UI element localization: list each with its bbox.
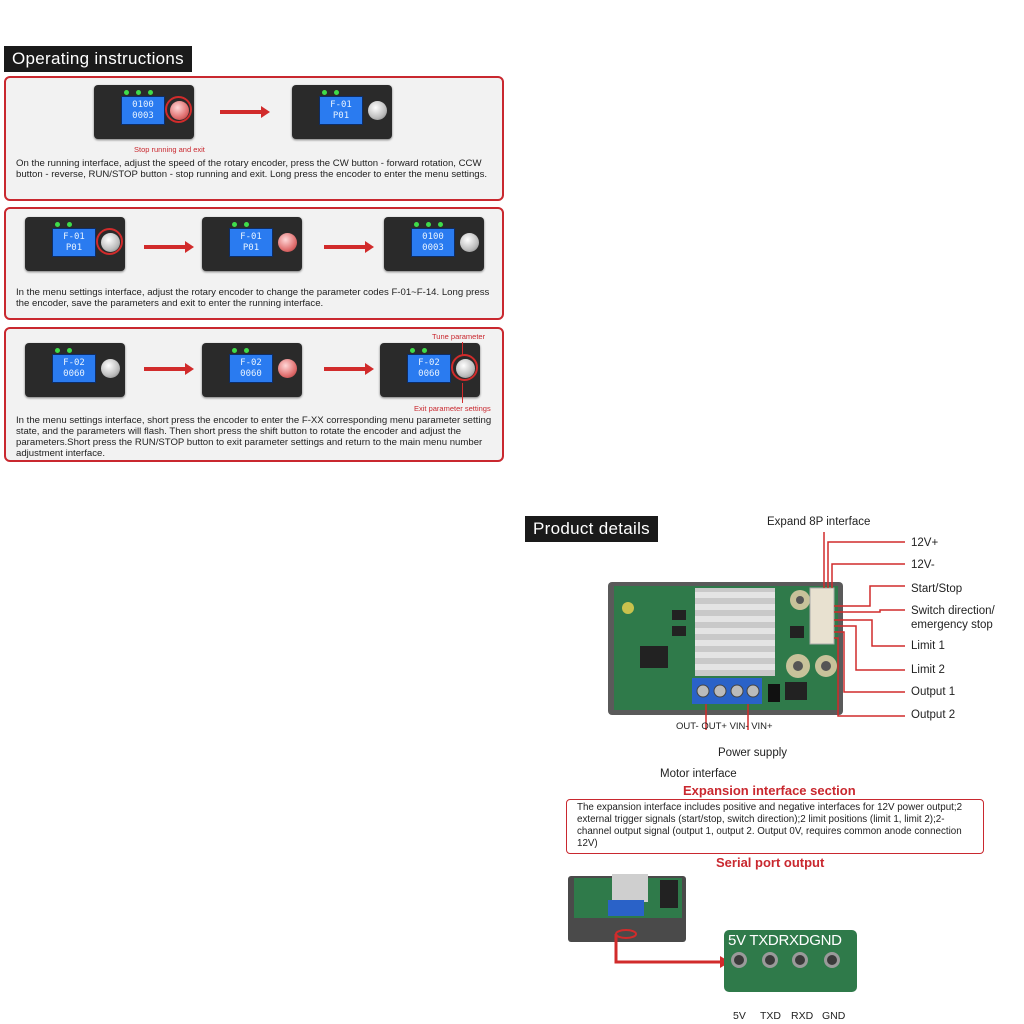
arrow-right-icon: [324, 363, 374, 375]
serial-pin-board: 5V TXDRXDGND: [724, 930, 857, 992]
pin-label-limit-2: Limit 2: [911, 664, 945, 676]
serial-pin-icon: [731, 952, 747, 968]
motor-interface-label: Motor interface: [660, 768, 737, 780]
operating-instructions-header: Operating instructions: [4, 46, 192, 72]
arrow-right-icon: [220, 106, 270, 118]
highlight-ring-icon: [451, 354, 478, 381]
pin-label-12v-plus: 12V+: [911, 537, 939, 549]
terminal-labels: OUT- OUT+ VIN- VIN+: [676, 721, 773, 732]
rotate-ring-icon: [96, 228, 123, 255]
serial-pin-gnd: GND: [822, 1010, 846, 1022]
rotary-encoder-icon: [368, 101, 387, 120]
up-arrow-press-icon: [278, 359, 297, 378]
panel-2-text: In the menu settings interface, adjust t…: [16, 287, 490, 309]
arrow-right-icon: [144, 363, 194, 375]
serial-pin-icon: [824, 952, 840, 968]
callout-stop-running: Stop running and exit: [134, 145, 205, 154]
pcb-board-diagram: [608, 532, 905, 730]
serial-pin-rxd: RXD: [791, 1010, 814, 1022]
arrow-right-icon: [324, 241, 374, 253]
serial-module-diagram: [568, 874, 730, 968]
rotary-encoder-icon: [460, 233, 479, 252]
panel-1-text: On the running interface, adjust the spe…: [16, 158, 488, 180]
pin-label-emergency-stop: emergency stop: [911, 619, 993, 631]
serial-port-title: Serial port output: [716, 855, 825, 870]
pin-label-output-1: Output 1: [911, 686, 956, 698]
expansion-interface-title: Expansion interface section: [683, 783, 856, 798]
serial-board-silkscreen: 5V TXDRXDGND: [728, 932, 842, 949]
power-supply-label: Power supply: [718, 747, 788, 759]
product-details-header: Product details: [525, 516, 658, 542]
panel-3-text: In the menu settings interface, short pr…: [16, 415, 492, 459]
pin-label-switch-direction: Switch direction/: [911, 605, 995, 617]
pin-label-start-stop: Start/Stop: [911, 583, 963, 595]
callout-tune-parameter: Tune parameter: [432, 332, 486, 341]
serial-pin-icon: [792, 952, 808, 968]
rotary-encoder-icon: [101, 359, 120, 378]
pin-label-output-2: Output 2: [911, 709, 956, 721]
arrow-right-icon: [144, 241, 194, 253]
expansion-interface-description: The expansion interface includes positiv…: [566, 799, 984, 854]
callout-exit-parameter-settings: Exit parameter settings: [414, 404, 491, 413]
serial-pin-5v: 5V: [733, 1010, 746, 1022]
serial-pin-icon: [762, 952, 778, 968]
serial-pin-txd: TXD: [760, 1010, 781, 1022]
finger-press-icon: [278, 233, 297, 252]
expand-8p-label: Expand 8P interface: [767, 516, 871, 528]
pin-label-12v-minus: 12V-: [911, 559, 935, 571]
highlight-ring-icon: [165, 96, 192, 123]
pin-label-limit-1: Limit 1: [911, 640, 945, 652]
